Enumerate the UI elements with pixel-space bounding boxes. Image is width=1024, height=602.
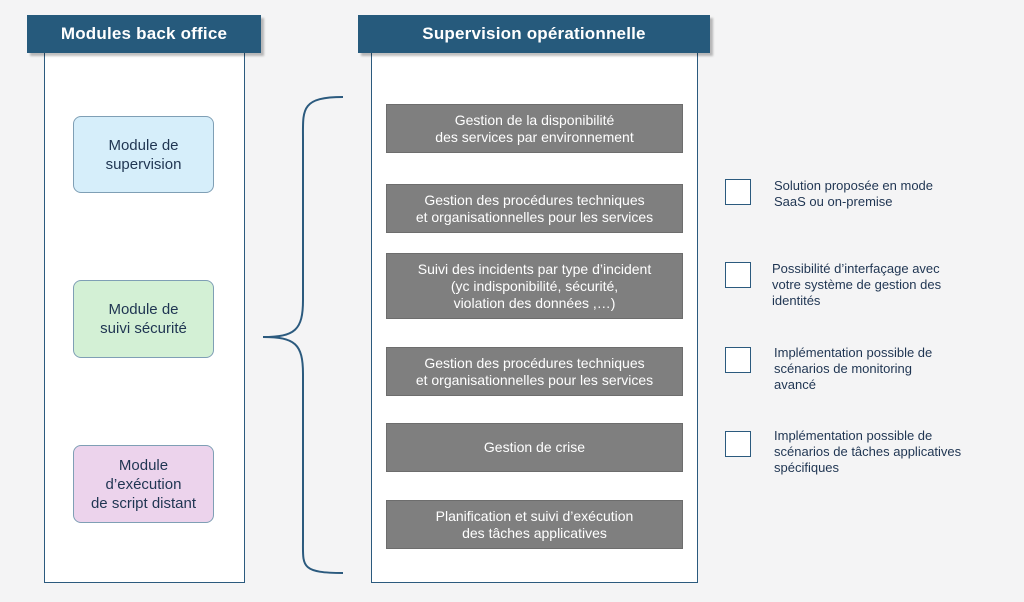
- feature-checkbox-identites: [725, 262, 751, 288]
- feature-identites: Possibilité d’interfaçage avec votre sys…: [772, 261, 942, 308]
- feature-saas: Solution proposée en mode SaaS ou on-pre…: [774, 178, 934, 209]
- feature-checkbox-saas: [725, 179, 751, 205]
- module-suivi-securite: Module de suivi sécurité: [73, 280, 214, 358]
- feature-monitoring: Implémentation possible de scénarios de …: [774, 345, 933, 392]
- back-office-title: Modules back office: [27, 15, 261, 53]
- supervision-title: Supervision opérationnelle: [358, 15, 710, 53]
- task-procedures-1: Gestion des procédures techniques et org…: [386, 184, 683, 233]
- task-gestion-crise: Gestion de crise: [386, 423, 683, 472]
- task-disponibilite: Gestion de la disponibilité des services…: [386, 104, 683, 153]
- task-suivi-incidents: Suivi des incidents par type d’incident …: [386, 253, 683, 319]
- feature-taches: Implémentation possible de scénarios de …: [774, 428, 962, 475]
- feature-checkbox-monitoring: [725, 347, 751, 373]
- module-execution-script: Module d’exécution de script distant: [73, 445, 214, 523]
- task-planification: Planification et suivi d’exécution des t…: [386, 500, 683, 549]
- task-procedures-2: Gestion des procédures techniques et org…: [386, 347, 683, 396]
- module-supervision: Module de supervision: [73, 116, 214, 193]
- feature-checkbox-taches: [725, 431, 751, 457]
